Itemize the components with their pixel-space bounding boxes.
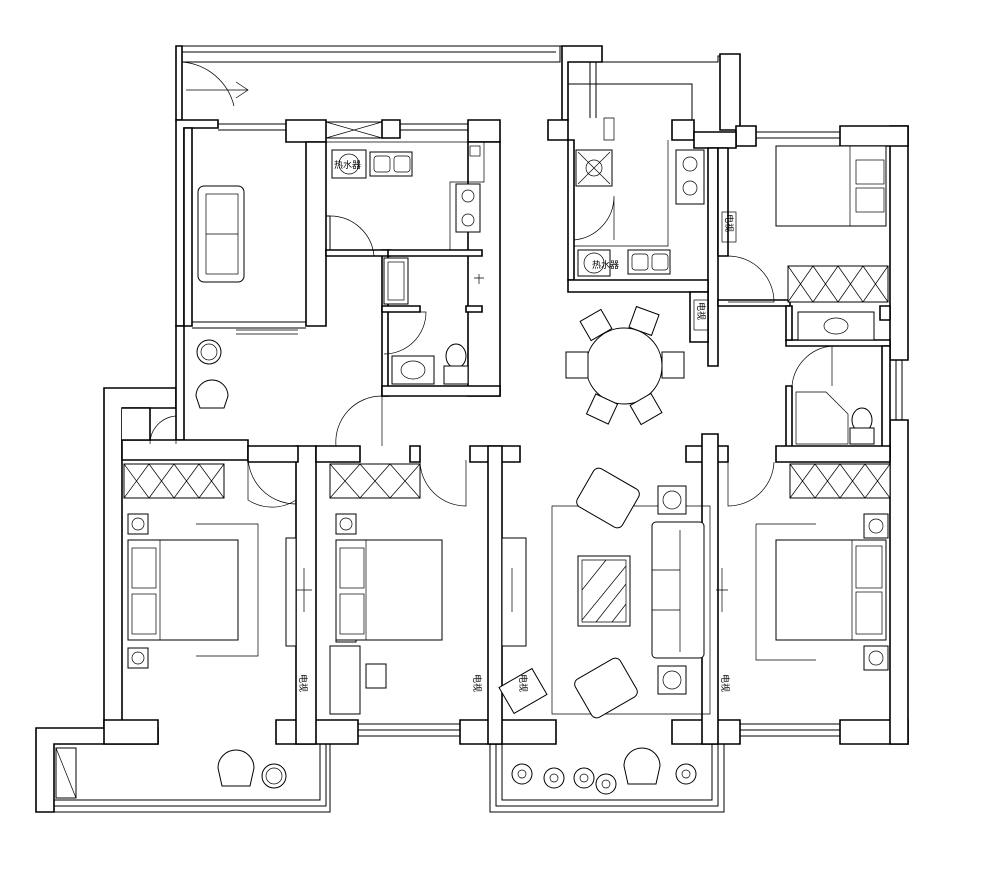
balcony-chair-2	[623, 747, 661, 785]
tv-label: 电视	[723, 214, 735, 232]
side-lamp-2	[657, 665, 687, 695]
kitchen2-door	[573, 195, 615, 241]
bath-door-inner	[383, 311, 427, 355]
shower-east	[795, 391, 849, 445]
sofa-main	[651, 521, 705, 659]
washbasin	[391, 355, 435, 385]
bathroom-door	[335, 395, 383, 447]
washing-machine-2	[577, 249, 611, 277]
tv-cabinet-1	[285, 537, 297, 647]
bedroom1-door	[247, 456, 297, 508]
kitchen-door	[329, 215, 375, 257]
side-lamp-1	[657, 485, 687, 515]
desk	[329, 645, 361, 715]
kitchen-sink	[369, 151, 413, 177]
water-heater-label: 热水器	[592, 259, 619, 271]
doors	[149, 61, 833, 508]
tv-label: 电视	[695, 302, 707, 320]
wardrobe-east	[789, 463, 891, 499]
bedroom2-door	[419, 460, 467, 507]
closet-door	[149, 415, 177, 445]
sink-2	[627, 249, 671, 275]
wardrobe-1	[123, 463, 225, 499]
stool	[196, 339, 222, 365]
armchair-1	[576, 467, 640, 529]
armchair-2	[574, 657, 638, 719]
lounge-chair	[195, 379, 229, 409]
entry-door	[181, 61, 235, 120]
interior-walls	[183, 62, 891, 745]
tv-label: 电视	[719, 674, 731, 692]
bed-1	[127, 539, 239, 641]
tv-label: 电视	[471, 674, 483, 692]
outer-walls	[35, 45, 909, 813]
eastbath-door	[791, 345, 833, 387]
labels: 电视 电视 电视 电视 电视 电视 热水器 热水器	[297, 159, 735, 692]
potted-plants	[511, 763, 697, 795]
side-table	[498, 667, 548, 715]
tv-label: 电视	[517, 674, 529, 692]
eastroom-door	[727, 255, 775, 303]
balcony-table	[261, 763, 287, 789]
dining-table	[585, 327, 663, 405]
tv-cabinet-2	[501, 537, 527, 647]
wardrobe-top	[787, 265, 889, 303]
shower	[383, 257, 409, 305]
eastbed-door	[727, 461, 775, 507]
cooktop-2	[675, 149, 705, 205]
cooktop	[455, 183, 481, 233]
nightstand	[127, 513, 149, 535]
tv-label: 电视	[297, 674, 309, 692]
furniture	[123, 117, 891, 795]
dining-chairs	[565, 305, 685, 426]
bed-east	[775, 539, 887, 641]
washbasin-east	[797, 311, 875, 341]
water-heater-label: 热水器	[334, 159, 361, 171]
bed-2	[335, 539, 443, 641]
bed-top	[775, 145, 887, 227]
desk-chair	[365, 663, 387, 689]
balcony-chair	[217, 749, 255, 787]
washing-machine	[331, 149, 367, 179]
toilet	[445, 343, 467, 369]
